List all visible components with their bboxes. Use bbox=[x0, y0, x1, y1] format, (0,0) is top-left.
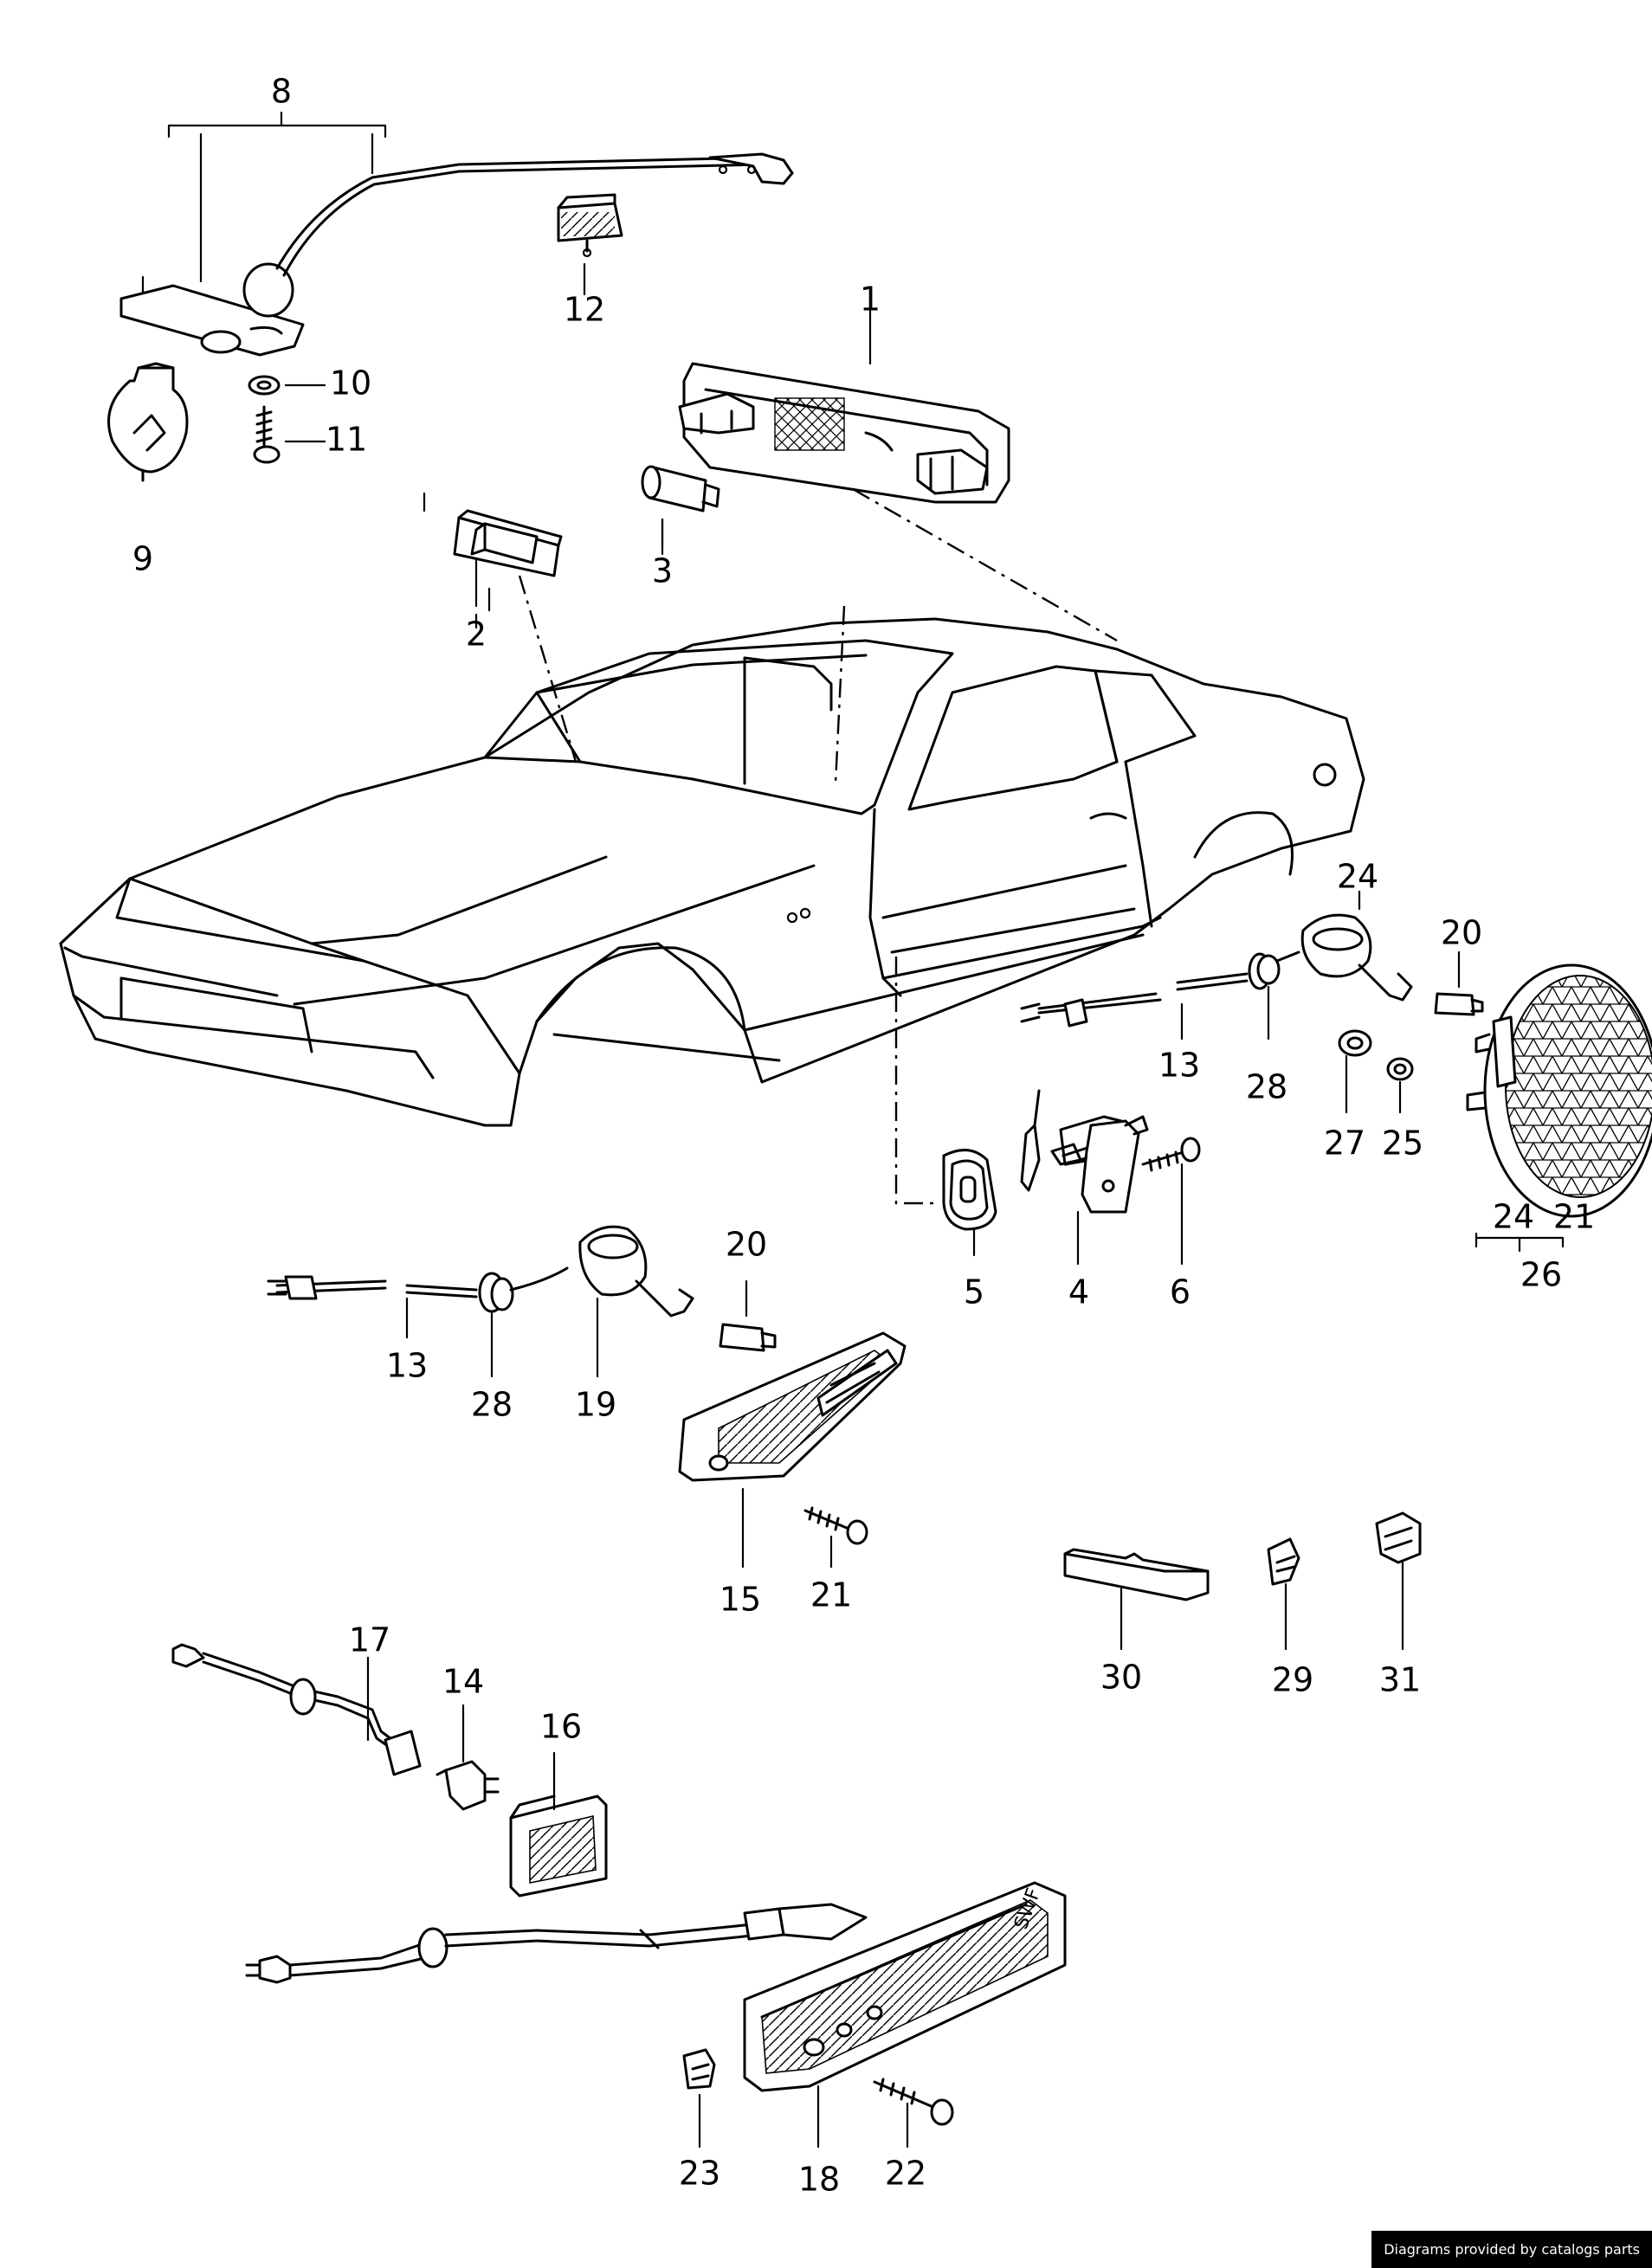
washer-25 bbox=[1386, 1057, 1414, 1114]
seal-30 bbox=[1063, 1548, 1210, 1651]
switch-2 bbox=[453, 509, 563, 608]
clip-23 bbox=[682, 2048, 716, 2149]
side-marker-18: SWF bbox=[743, 1881, 1067, 2149]
leader-lines bbox=[141, 262, 1118, 1205]
label-9: 9 bbox=[132, 540, 153, 578]
wire-13-left bbox=[267, 1275, 478, 1339]
label-28-right: 28 bbox=[1246, 1068, 1287, 1106]
part-labels: 8 12 1 10 11 9 3 2 24 20 13 28 27 25 24 … bbox=[132, 73, 1595, 2199]
screw-22 bbox=[873, 2078, 954, 2149]
label-14: 14 bbox=[442, 1663, 484, 1701]
label-6: 6 bbox=[1170, 1273, 1191, 1311]
license-lamp-assembly bbox=[119, 152, 794, 357]
label-16: 16 bbox=[540, 1708, 582, 1746]
label-2: 2 bbox=[466, 615, 487, 654]
interior-light-1 bbox=[678, 362, 1010, 504]
harness-18 bbox=[245, 1903, 868, 1984]
washer-10 bbox=[248, 375, 326, 396]
label-21-right: 21 bbox=[1553, 1198, 1595, 1236]
label-24-right: 24 bbox=[1337, 858, 1378, 896]
label-3: 3 bbox=[652, 552, 673, 590]
bulb-3 bbox=[641, 465, 720, 547]
label-28-left: 28 bbox=[471, 1386, 513, 1424]
label-10: 10 bbox=[330, 364, 371, 403]
screw-6 bbox=[1141, 1137, 1201, 1266]
clip-29 bbox=[1267, 1537, 1300, 1651]
reflector-21-right bbox=[1466, 963, 1652, 1218]
grommet-28-left bbox=[478, 1266, 569, 1378]
marker-light-15 bbox=[678, 1331, 907, 1569]
label-24-bottom: 24 bbox=[1493, 1198, 1534, 1236]
clip-31 bbox=[1375, 1511, 1422, 1651]
group-bracket-8 bbox=[167, 111, 387, 283]
label-19: 19 bbox=[575, 1386, 616, 1424]
bulb-20-right bbox=[1434, 950, 1484, 1016]
clip-12 bbox=[557, 193, 623, 258]
label-18: 18 bbox=[798, 2161, 840, 2199]
diagram-credit-footer: Diagrams provided by catalogs parts bbox=[1371, 2231, 1652, 2268]
label-27: 27 bbox=[1324, 1124, 1365, 1163]
label-23: 23 bbox=[679, 2155, 720, 2193]
screw-11 bbox=[253, 405, 326, 464]
label-13-left: 13 bbox=[386, 1347, 428, 1385]
bulb-9 bbox=[107, 362, 189, 482]
label-22: 22 bbox=[885, 2155, 926, 2193]
switch-5 bbox=[942, 1149, 997, 1257]
nut-27 bbox=[1338, 1029, 1372, 1114]
label-5: 5 bbox=[964, 1273, 984, 1311]
label-11: 11 bbox=[326, 421, 367, 459]
wire-13-right bbox=[1020, 972, 1249, 1041]
label-21-left: 21 bbox=[810, 1576, 852, 1614]
label-1: 1 bbox=[860, 280, 881, 319]
label-15: 15 bbox=[720, 1581, 761, 1619]
grommet-28-right bbox=[1248, 950, 1300, 1041]
label-12: 12 bbox=[564, 291, 605, 329]
group-bracket-26 bbox=[1475, 1232, 1565, 1253]
screw-21 bbox=[803, 1506, 868, 1569]
lock-4 bbox=[1020, 1089, 1149, 1266]
socket-24-right bbox=[1300, 890, 1413, 1002]
connector-14 bbox=[436, 1704, 500, 1811]
socket-19 bbox=[578, 1225, 694, 1378]
label-20-left: 20 bbox=[726, 1226, 767, 1264]
label-25: 25 bbox=[1382, 1124, 1423, 1163]
label-26: 26 bbox=[1520, 1256, 1562, 1294]
label-8: 8 bbox=[271, 73, 292, 111]
lamp-16 bbox=[509, 1751, 608, 1898]
label-30: 30 bbox=[1100, 1659, 1142, 1697]
label-4: 4 bbox=[1068, 1273, 1089, 1311]
harness-17 bbox=[171, 1643, 422, 1776]
bulb-20-left bbox=[719, 1279, 777, 1352]
label-13-right: 13 bbox=[1158, 1047, 1200, 1085]
label-31: 31 bbox=[1379, 1661, 1421, 1699]
label-20-right: 20 bbox=[1441, 914, 1482, 952]
label-17: 17 bbox=[349, 1621, 390, 1659]
label-29: 29 bbox=[1272, 1661, 1313, 1699]
